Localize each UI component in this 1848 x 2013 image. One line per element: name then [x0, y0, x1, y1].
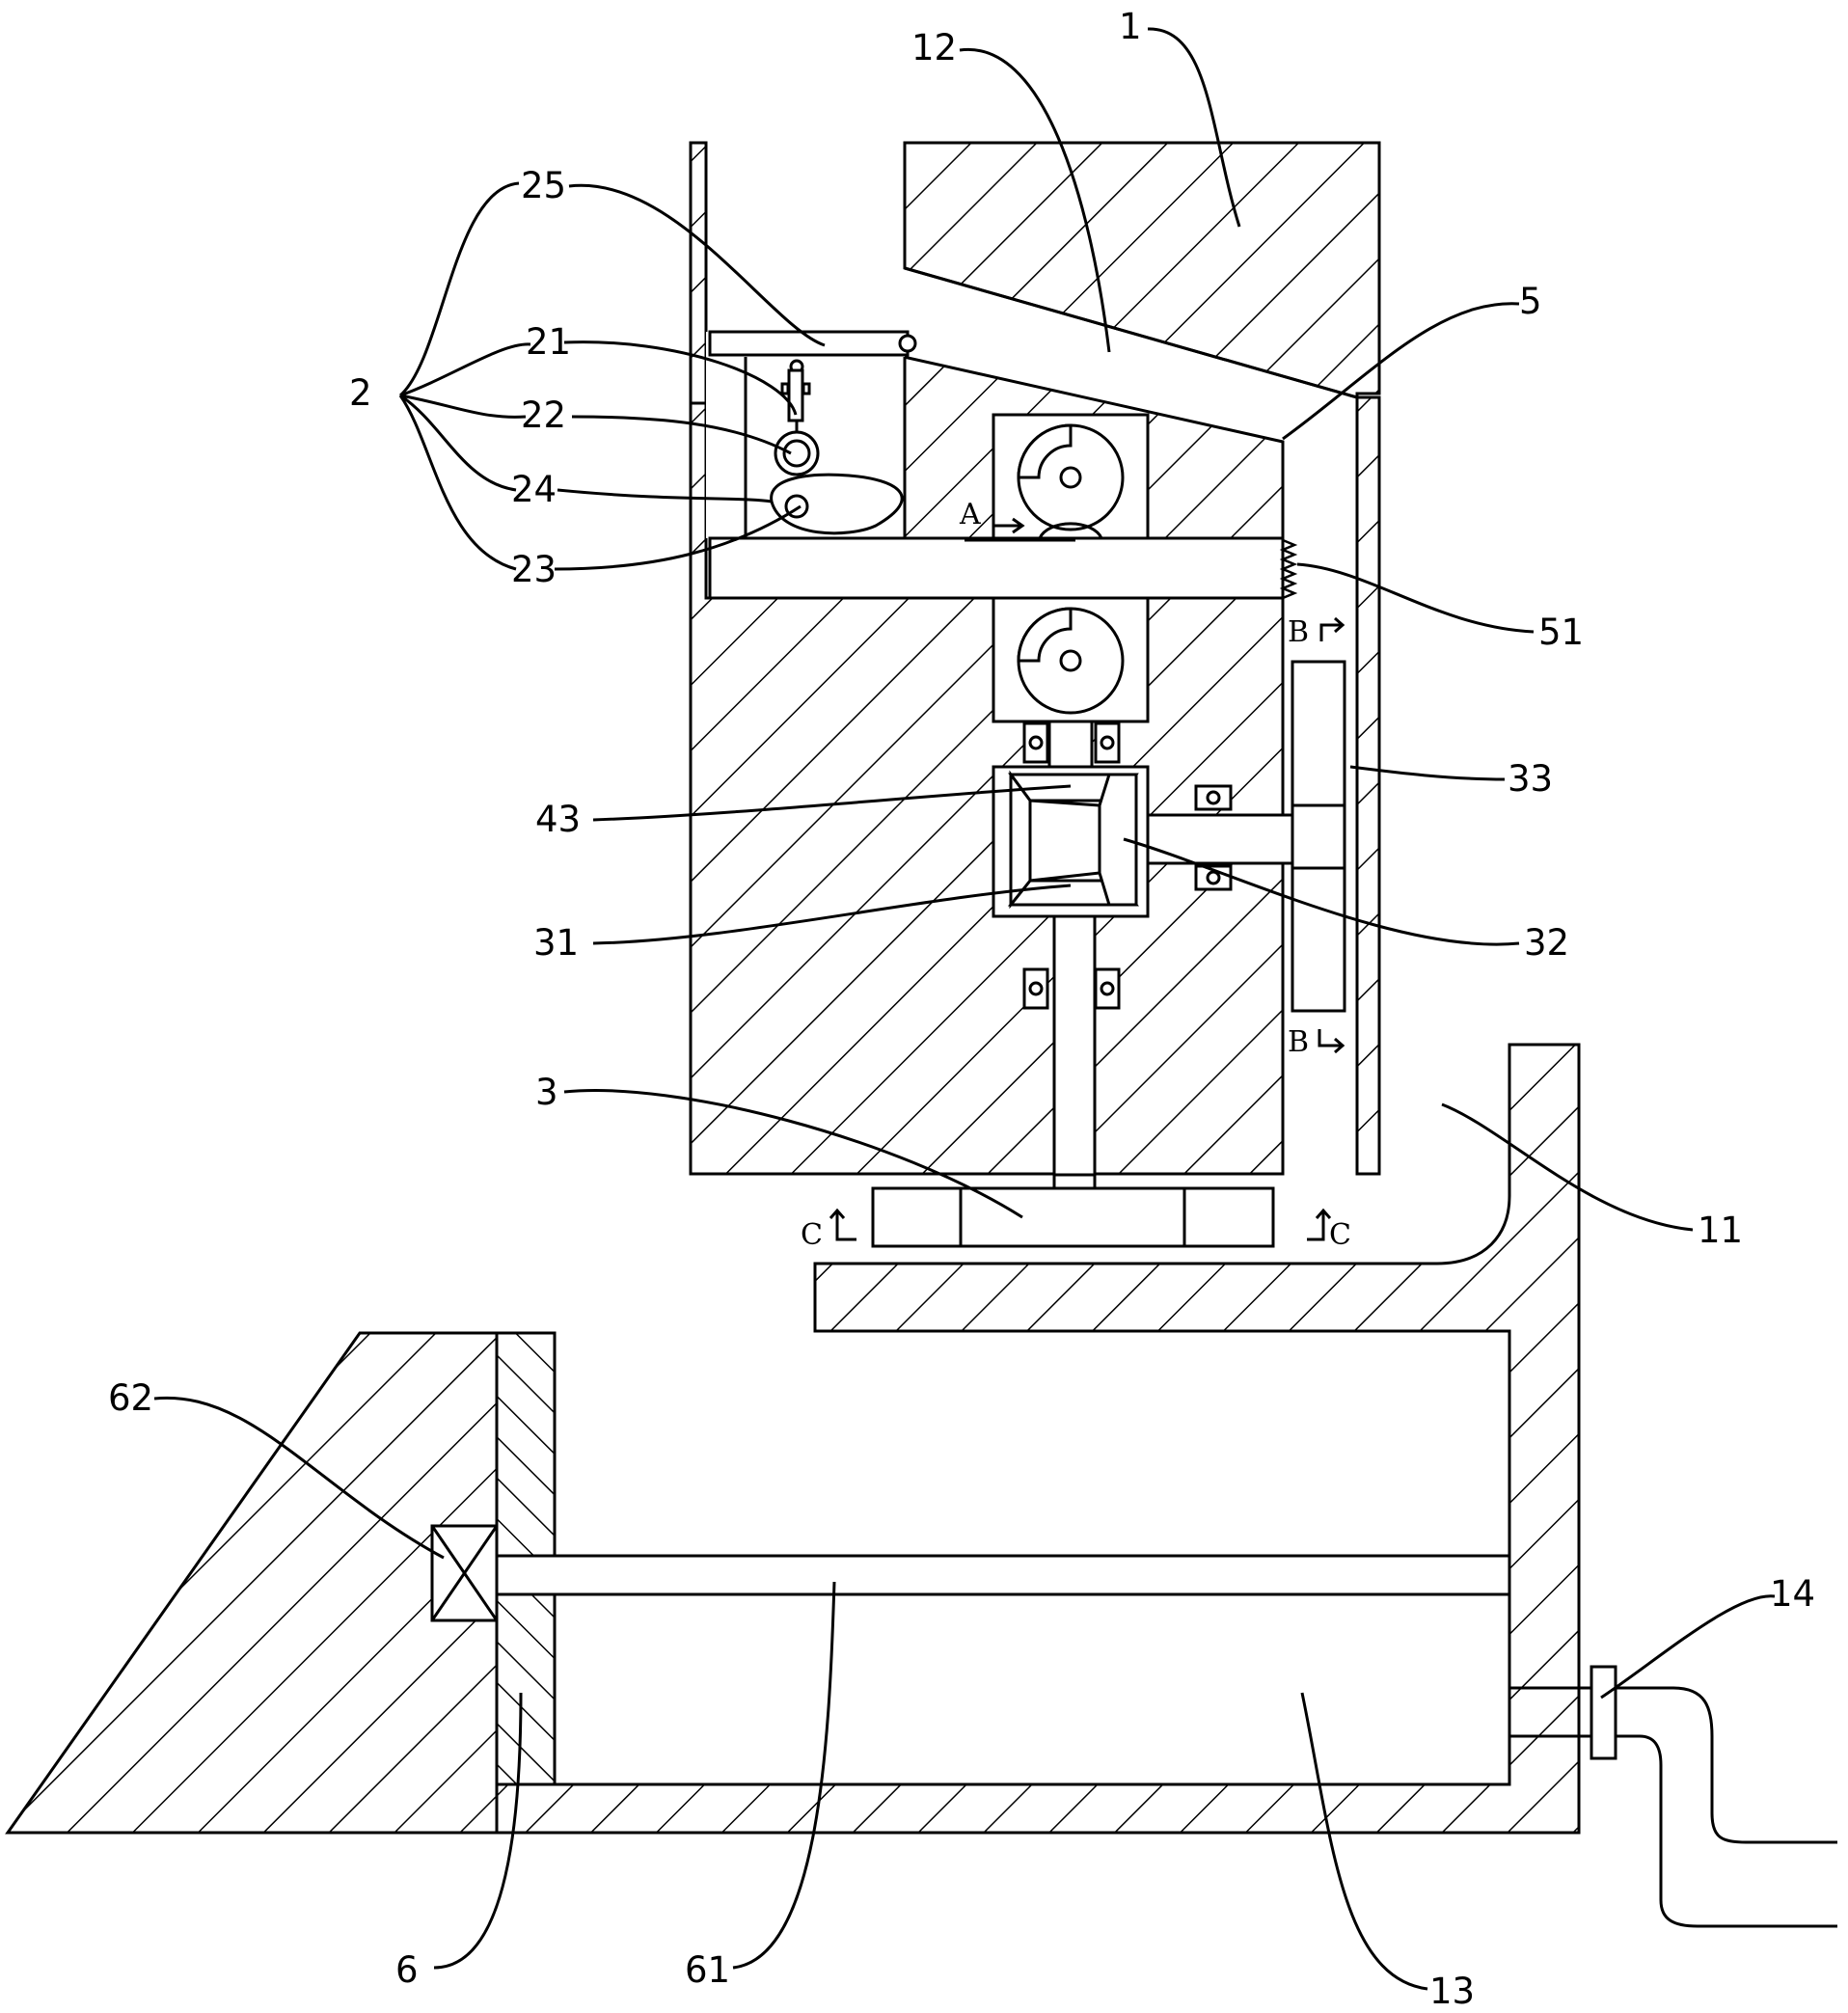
label-1: 1 — [1119, 6, 1142, 47]
label-61: 61 — [685, 1949, 730, 1991]
lower-gear-box — [965, 596, 1150, 723]
label-12: 12 — [911, 27, 957, 68]
upper-gear-box — [965, 413, 1150, 542]
section-mark-b-bottom: B — [1288, 1025, 1309, 1059]
label-33: 33 — [1508, 758, 1553, 800]
label-3: 3 — [535, 1072, 558, 1113]
lever-pivot — [898, 334, 917, 353]
housing-top-block — [903, 141, 1381, 399]
label-43: 43 — [535, 799, 581, 840]
label-21: 21 — [526, 321, 571, 363]
housing-left-wall — [689, 141, 708, 405]
spring-51 — [1279, 538, 1298, 600]
label-14: 14 — [1770, 1573, 1815, 1615]
label-23: 23 — [511, 549, 557, 590]
label-2: 2 — [349, 372, 372, 414]
push-rod-assembly — [774, 368, 820, 476]
valve-62 — [430, 1524, 499, 1622]
impeller-3 — [871, 1186, 1275, 1248]
label-11: 11 — [1698, 1210, 1743, 1251]
section-marks: A B B C C — [801, 498, 1351, 1252]
label-32: 32 — [1524, 922, 1569, 964]
label-24: 24 — [511, 469, 557, 510]
label-31: 31 — [533, 922, 579, 964]
leader-lines — [153, 27, 1776, 1991]
bevel-gear-box — [992, 765, 1294, 918]
lever-bar — [708, 330, 910, 357]
rod-61 — [495, 1554, 1511, 1596]
label-51: 51 — [1538, 612, 1584, 653]
slide-bar — [708, 536, 1285, 600]
label-25: 25 — [521, 165, 566, 206]
label-22: 22 — [521, 394, 566, 436]
part-labels: 1 12 25 21 2 22 24 23 5 51 33 43 31 32 3… — [108, 6, 1815, 2012]
section-mark-c-right: C — [1329, 1218, 1351, 1252]
label-62: 62 — [108, 1377, 153, 1419]
label-13: 13 — [1429, 1971, 1475, 2012]
label-6: 6 — [395, 1949, 419, 1991]
section-mark-a: A — [959, 498, 981, 531]
section-mark-c-left: C — [801, 1218, 823, 1252]
section-mark-b-top: B — [1288, 615, 1309, 649]
housing-right-wall — [1355, 395, 1381, 1176]
feed-tube-outline — [904, 266, 1359, 1174]
outlet-pipe-14 — [1509, 1665, 1837, 1928]
label-5: 5 — [1519, 281, 1542, 322]
impeller-33 — [1291, 660, 1346, 1013]
